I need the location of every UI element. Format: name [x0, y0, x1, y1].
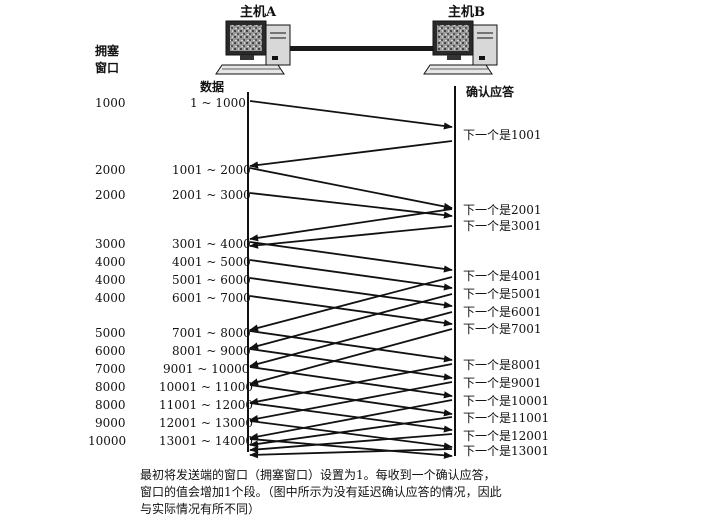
data-range: 4001 ~ 5000	[172, 255, 251, 269]
data-segment-arrow	[249, 420, 453, 450]
cwnd-value: 9000	[95, 416, 126, 430]
ack-label: 下一个是6001	[463, 305, 542, 319]
cwnd-value: 2000	[95, 163, 126, 177]
caption-line: 与实际情况有所不同）	[140, 502, 261, 516]
ack-arrow	[249, 276, 453, 332]
ack-arrow	[249, 433, 453, 453]
ack-arrow	[249, 416, 453, 448]
cwnd-value: 8000	[95, 398, 126, 412]
ack-arrow	[249, 381, 453, 423]
data-range: 12001 ~ 13000	[159, 416, 254, 430]
cwnd-header-line1: 拥塞	[95, 44, 120, 58]
data-range: 1 ~ 1000	[190, 96, 246, 110]
network-cable	[290, 46, 433, 51]
figure-caption: 最初将发送端的窗口（拥塞窗口）设置为1。每收到一个确认应答， 窗口的值会增加1个…	[140, 467, 560, 518]
ack-arrow	[249, 293, 453, 350]
data-range: 13001 ~ 14000	[159, 434, 254, 448]
ack-arrow	[249, 311, 453, 368]
data-segment-arrow	[249, 384, 453, 417]
ack-arrow	[249, 363, 453, 405]
data-segment-arrow	[249, 100, 453, 130]
caption-line: 最初将发送端的窗口（拥塞窗口）设置为1。每收到一个确认应答，	[140, 468, 496, 482]
cwnd-value: 7000	[95, 362, 126, 376]
ack-label: 下一个是13001	[463, 444, 550, 458]
data-segment-arrow	[249, 348, 453, 381]
host-a-label: 主机A	[240, 5, 277, 20]
ack-label: 下一个是11001	[463, 411, 550, 425]
data-segment-arrow	[249, 366, 453, 399]
data-range: 3001 ~ 4000	[172, 237, 251, 251]
data-segment-arrow	[249, 330, 453, 363]
data-range: 7001 ~ 8000	[172, 326, 251, 340]
ack-label: 下一个是5001	[463, 287, 542, 301]
ack-label: 下一个是10001	[463, 394, 550, 408]
data-segment-arrow	[249, 277, 453, 309]
data-range: 6001 ~ 7000	[172, 291, 251, 305]
data-segment-arrow	[249, 241, 453, 273]
ack-label: 下一个是9001	[463, 376, 542, 390]
data-header: 数据	[200, 80, 225, 94]
data-range: 9001 ~ 10000	[163, 362, 250, 376]
ack-label: 下一个是1001	[463, 128, 542, 142]
data-segment-arrow	[249, 295, 453, 327]
ack-header: 确认应答	[466, 85, 515, 99]
data-range: 10001 ~ 11000	[159, 380, 254, 394]
cwnd-value: 4000	[95, 255, 126, 269]
caption-line: 窗口的值会增加1个段。（图中所示为没有延迟确认应答的情况，因此	[140, 485, 502, 499]
ack-arrow	[249, 140, 453, 169]
cwnd-value: 8000	[95, 380, 126, 394]
ack-arrow	[249, 328, 453, 386]
cwnd-value: 4000	[95, 291, 126, 305]
ack-arrow	[249, 225, 453, 249]
message-arrows	[249, 100, 453, 459]
ack-label: 下一个是12001	[463, 429, 550, 443]
cwnd-value: 4000	[95, 273, 126, 287]
cwnd-value: 1000	[95, 96, 126, 110]
ack-label: 下一个是8001	[463, 358, 542, 372]
data-segment-arrow	[249, 402, 453, 433]
ack-label: 下一个是3001	[463, 219, 542, 233]
data-segment-arrow	[249, 192, 453, 219]
cwnd-header-line2: 窗口	[95, 61, 120, 75]
cwnd-value: 3000	[95, 237, 126, 251]
host-b-computer-icon	[423, 20, 498, 75]
host-b-label: 主机B	[448, 5, 485, 20]
data-range: 8001 ~ 9000	[172, 344, 251, 358]
cwnd-value: 10000	[88, 434, 127, 448]
data-range: 1001 ~ 2000	[172, 163, 251, 177]
ack-label: 下一个是4001	[463, 269, 542, 283]
data-range: 2001 ~ 3000	[172, 188, 251, 202]
ack-arrow	[249, 208, 453, 242]
host-a-computer-icon	[215, 20, 291, 75]
ack-arrow	[249, 448, 453, 459]
ack-label: 下一个是2001	[463, 203, 542, 217]
ack-label: 下一个是7001	[463, 322, 542, 336]
data-segment-arrow	[249, 259, 453, 291]
cwnd-value: 5000	[95, 326, 126, 340]
data-segment-arrow	[249, 167, 453, 210]
cwnd-value: 2000	[95, 188, 126, 202]
data-range: 11001 ~ 12000	[159, 398, 254, 412]
data-range: 5001 ~ 6000	[172, 273, 251, 287]
ack-arrow	[249, 399, 453, 441]
data-segment-arrow	[249, 438, 453, 459]
cwnd-value: 6000	[95, 344, 126, 358]
